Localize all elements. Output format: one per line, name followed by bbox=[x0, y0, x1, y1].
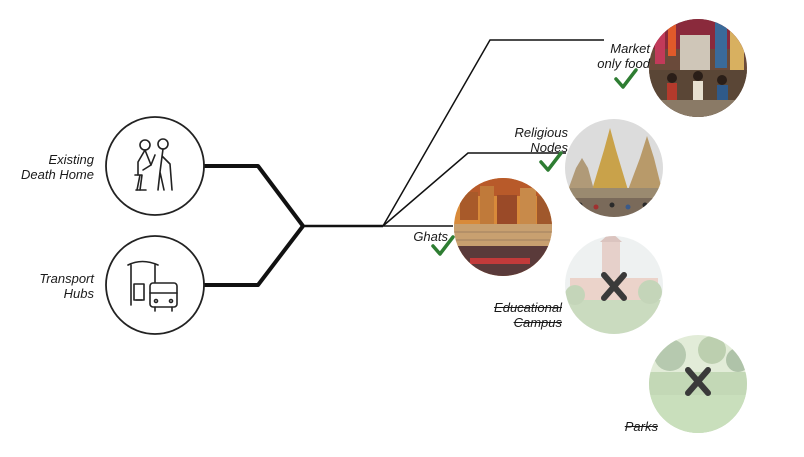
temple-photo bbox=[565, 119, 663, 217]
transport-connector bbox=[203, 226, 303, 285]
ghats-label: Ghats bbox=[380, 229, 448, 244]
death-home-connector bbox=[203, 166, 303, 226]
transport-node bbox=[106, 236, 204, 334]
ghats-photo bbox=[454, 178, 552, 276]
market-photo bbox=[649, 19, 747, 117]
educational-campus-label: Educational Campus bbox=[470, 300, 562, 330]
check-icon bbox=[541, 153, 561, 170]
transport-hubs-label: Transport Hubs bbox=[10, 271, 94, 301]
parks-label: Parks bbox=[600, 419, 658, 434]
check-icon bbox=[616, 70, 636, 87]
death-home-label: Existing Death Home bbox=[10, 152, 94, 182]
market-label: Market only food bbox=[570, 41, 650, 71]
death-home-node bbox=[106, 117, 204, 215]
religious-nodes-label: Religious Nodes bbox=[488, 125, 568, 155]
